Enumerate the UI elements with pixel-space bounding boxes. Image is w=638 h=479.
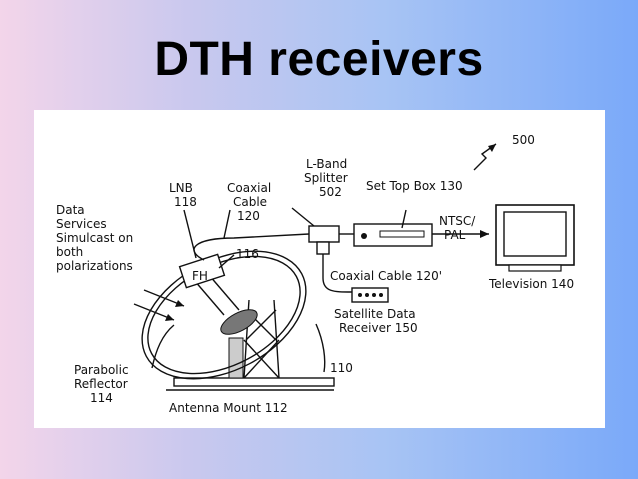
ref-110-label: 110 — [330, 361, 353, 375]
coax-120p-label: Coaxial Cable 120' — [330, 269, 442, 283]
satellite-data-receiver — [351, 287, 389, 303]
lnb-label: LNB 118 — [169, 181, 197, 209]
dth-diagram: FH — [34, 110, 605, 428]
coaxial-cable-120p — [322, 254, 353, 293]
lnb-feedhorn: FH — [178, 253, 226, 289]
coaxial-cable-label: Coaxial Cable 120 — [227, 181, 275, 223]
ref-116-label: 116 — [236, 247, 259, 261]
ref-500-label: 500 — [512, 133, 535, 147]
dth-diagram-svg: FH — [56, 133, 575, 415]
signal-arrows — [133, 289, 185, 321]
antenna-mount-label: Antenna Mount 112 — [169, 401, 288, 415]
set-top-box-label: Set Top Box 130 — [366, 179, 463, 193]
parabolic-reflector-label: Parabolic Reflector 114 — [74, 363, 132, 405]
sat-data-receiver-label: Satellite Data Receiver 150 — [334, 307, 419, 335]
coaxial-cable-120 — [193, 233, 310, 261]
ntsc-pal-label: NTSC/ PAL — [439, 214, 479, 242]
slide-title: DTH receivers — [154, 33, 484, 86]
data-services-label: Data Services Simulcast on both polariza… — [56, 203, 137, 273]
television — [495, 204, 575, 272]
splitter-label: L-Band Splitter 502 — [304, 157, 351, 199]
television-label: Television 140 — [488, 277, 574, 291]
set-top-box — [353, 209, 433, 247]
l-band-splitter — [308, 225, 340, 255]
fh-label: FH — [192, 269, 208, 283]
